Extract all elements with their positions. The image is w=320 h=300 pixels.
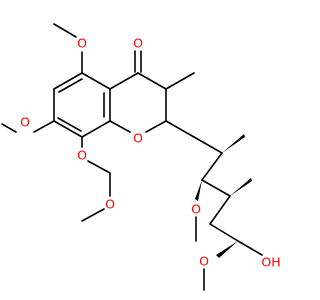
bond	[137, 72, 167, 90]
molecule-structure: O O O O O O O O OH	[1, 23, 281, 291]
c5-methoxy-oxygen-label: O	[77, 36, 87, 51]
bond	[1, 123, 17, 133]
bond	[33, 120, 55, 133]
stereo-wedges	[195, 134, 252, 258]
atom-labels: O O O O O O O O OH	[20, 36, 281, 270]
bond	[237, 240, 263, 256]
bond	[201, 179, 231, 197]
bond	[109, 72, 139, 90]
bond	[165, 120, 195, 138]
bonds	[1, 23, 263, 291]
bond	[53, 72, 83, 90]
mom-oxygen-2-label: O	[105, 197, 115, 212]
bond	[87, 160, 111, 174]
bond	[201, 152, 223, 181]
bond	[81, 72, 111, 90]
bond	[193, 136, 223, 154]
mom-oxygen-1-label: O	[77, 148, 87, 163]
bond	[109, 120, 131, 133]
bond	[81, 208, 105, 222]
bond	[209, 223, 239, 242]
bond	[58, 78, 83, 93]
wedge-bond	[216, 241, 238, 258]
bond	[57, 117, 82, 132]
wedge-bond	[195, 180, 202, 201]
wedge-bond	[230, 178, 252, 196]
bond	[53, 23, 77, 38]
ring-oxygen-label: O	[133, 131, 143, 146]
side-methoxy-oxygen-1-label: O	[191, 202, 201, 217]
c7-methoxy-oxygen-label: O	[20, 115, 30, 130]
bond	[209, 195, 231, 225]
bond	[165, 72, 195, 90]
bond	[81, 120, 111, 138]
side-methoxy-oxygen-2-label: O	[199, 254, 209, 269]
wedge-bond	[222, 134, 245, 153]
bond	[53, 120, 83, 138]
hydroxyl-label: OH	[261, 255, 280, 270]
ketone-oxygen-label: O	[133, 36, 143, 51]
bond	[145, 120, 167, 133]
